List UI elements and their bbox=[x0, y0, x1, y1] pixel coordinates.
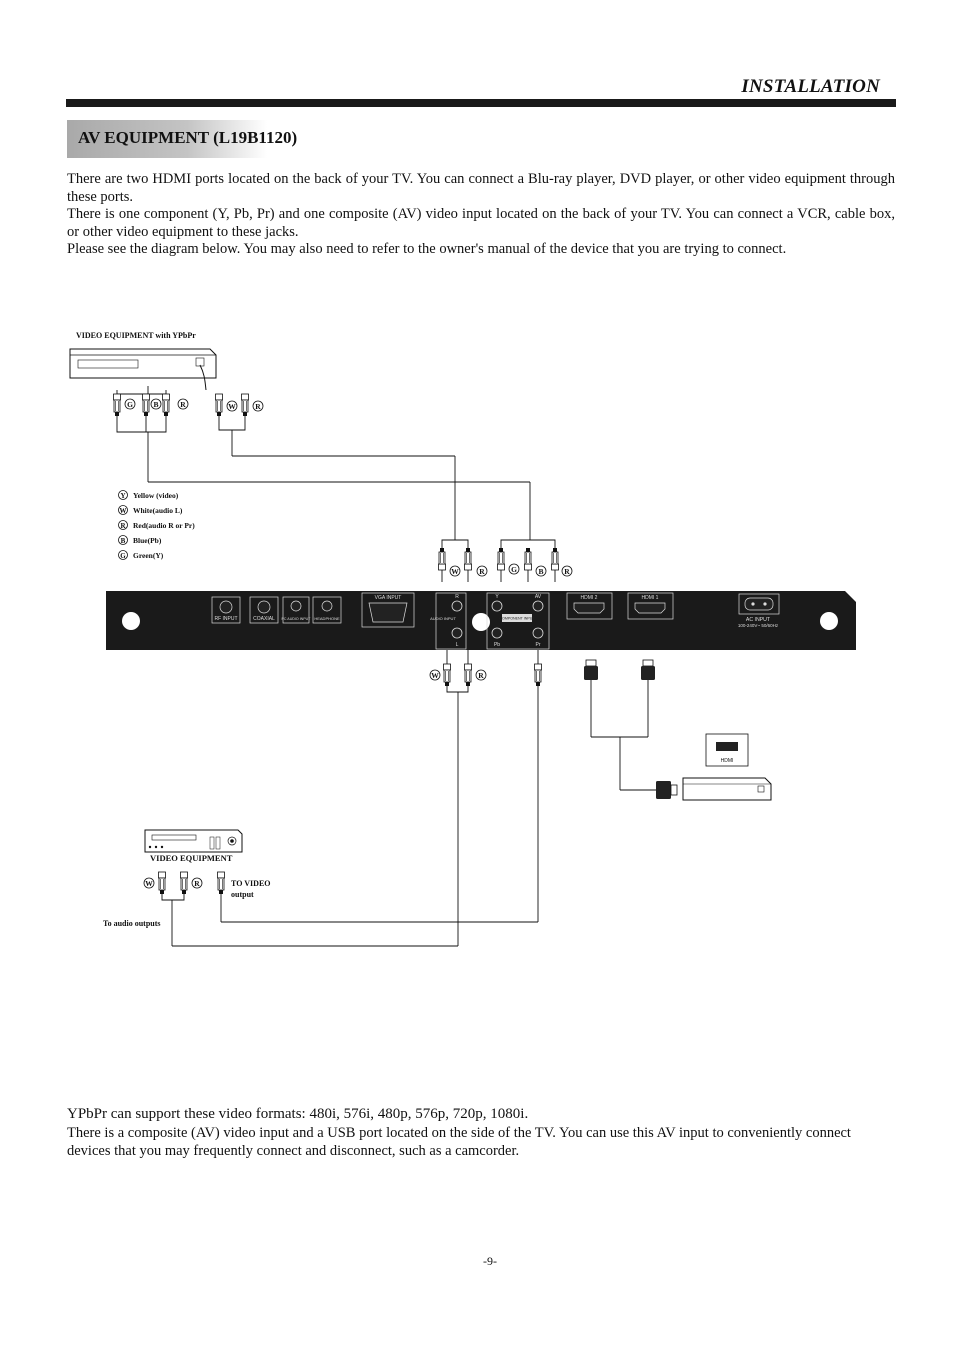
plug-letter-g-top: G bbox=[511, 565, 517, 574]
svg-text:Y: Y bbox=[495, 594, 499, 600]
svg-text:100-240V~ 50/60Hz: 100-240V~ 50/60Hz bbox=[738, 623, 779, 628]
plug-letter-w: W bbox=[228, 402, 236, 411]
svg-text:Pb: Pb bbox=[494, 642, 500, 648]
svg-text:PC AUDIO INPUT: PC AUDIO INPUT bbox=[282, 617, 312, 621]
plug-letter-g: G bbox=[127, 400, 133, 409]
svg-text:Pr: Pr bbox=[536, 642, 541, 648]
to-video-output-label: TO VIDEO bbox=[231, 879, 271, 888]
plug-letter-w-top: W bbox=[451, 567, 459, 576]
source-component-plugs: G B R bbox=[113, 386, 531, 540]
ypbpr-device: VIDEO EQUIPMENT with YPbPr bbox=[69, 331, 217, 391]
tv-audio-in-plugs: W R bbox=[438, 539, 488, 582]
svg-text:HDMI 2: HDMI 2 bbox=[581, 595, 598, 601]
intro-paragraph-hdmi: There are two HDMI ports located on the … bbox=[67, 171, 895, 205]
rf-input-port: RF INPUT bbox=[211, 596, 241, 624]
hdmi-device: HDMI bbox=[682, 733, 772, 801]
bottom-paragraph-formats: YPbPr can support these video formats: 4… bbox=[67, 1106, 529, 1122]
plug-letter-w-dvd: W bbox=[145, 879, 153, 888]
bottom-paragraph-side-input: There is a composite (AV) video input an… bbox=[67, 1125, 851, 1159]
coaxial-port: COAXIAL bbox=[249, 596, 279, 624]
section-heading-box bbox=[67, 120, 267, 158]
plug-letter-w-bottom: W bbox=[431, 671, 439, 680]
hdmi2-port: HDMI 2 bbox=[566, 592, 613, 620]
hdmi1-port: HDMI 1 bbox=[627, 592, 674, 620]
to-video-output-label-2: output bbox=[231, 890, 254, 899]
header-rule bbox=[66, 99, 896, 107]
plug-letter-r-top-2: R bbox=[564, 567, 570, 576]
plug-letter-b-top: B bbox=[538, 567, 543, 576]
page-number: -9- bbox=[483, 1254, 497, 1268]
video-equipment-label: VIDEO EQUIPMENT bbox=[150, 853, 233, 863]
tv-av-out-plugs: W R bbox=[172, 650, 542, 947]
svg-text:COMPONENT INPUT: COMPONENT INPUT bbox=[499, 617, 535, 621]
hdmi-device-label: HDMI bbox=[721, 758, 734, 764]
pc-audio-port: PC AUDIO INPUT bbox=[282, 596, 312, 624]
ac-input-port: AC INPUT 100-240V~ 50/60Hz bbox=[738, 593, 780, 628]
header-title: INSTALLATION bbox=[741, 76, 880, 97]
legend-letter-r: R bbox=[120, 522, 126, 530]
svg-text:COAXIAL: COAXIAL bbox=[253, 616, 275, 622]
headphone-port: HEADPHONE bbox=[312, 596, 342, 624]
svg-text:HEADPHONE: HEADPHONE bbox=[314, 616, 340, 621]
svg-text:VGA INPUT: VGA INPUT bbox=[375, 595, 402, 601]
svg-text:L: L bbox=[456, 642, 459, 648]
svg-text:AC INPUT: AC INPUT bbox=[746, 617, 771, 623]
svg-text:AUDIO INPUT: AUDIO INPUT bbox=[430, 616, 456, 621]
plug-letter-r-dvd: R bbox=[194, 879, 200, 888]
plug-letter-r-2: R bbox=[255, 402, 261, 411]
hdmi-cable bbox=[583, 659, 678, 799]
color-legend: Y Yellow (video) W White(audio L) R Red(… bbox=[118, 490, 195, 560]
legend-letter-y: Y bbox=[120, 492, 125, 500]
intro-paragraph-component: There is one component (Y, Pb, Pr) and o… bbox=[67, 206, 895, 240]
plug-letter-b: B bbox=[153, 400, 158, 409]
legend-text-g: Green(Y) bbox=[133, 551, 164, 560]
tv-back-panel: RF INPUT COAXIAL PC AUDIO INPUT HEADPHON… bbox=[106, 591, 856, 650]
plug-letter-r-top: R bbox=[479, 567, 485, 576]
legend-text-b: Blue(Pb) bbox=[133, 536, 162, 545]
to-audio-outputs-label: To audio outputs bbox=[103, 919, 161, 928]
legend-letter-g: G bbox=[120, 552, 126, 560]
legend-text-w: White(audio L) bbox=[133, 506, 183, 515]
video-equipment-plugs: W R TO VIDEO output To audio outputs bbox=[103, 871, 271, 946]
svg-text:AV: AV bbox=[535, 594, 542, 600]
component-input-port: Y AV COMPONENT INPUT Pb Pr bbox=[486, 592, 550, 650]
legend-text-y: Yellow (video) bbox=[133, 491, 179, 500]
plug-letter-r-bottom: R bbox=[478, 671, 484, 680]
intro-paragraph-diagram: Please see the diagram below. You may al… bbox=[67, 241, 787, 257]
tv-component-in-plugs: G B R bbox=[497, 539, 573, 582]
ypbpr-device-label: VIDEO EQUIPMENT with YPbPr bbox=[76, 331, 196, 340]
audio-input-port: R AUDIO INPUT L bbox=[430, 592, 467, 650]
vga-input-port: VGA INPUT bbox=[361, 592, 415, 628]
plug-letter-r: R bbox=[180, 400, 186, 409]
svg-text:R: R bbox=[455, 594, 459, 600]
svg-text:HDMI 1: HDMI 1 bbox=[642, 595, 659, 601]
legend-letter-b: B bbox=[121, 537, 126, 545]
svg-text:RF INPUT: RF INPUT bbox=[214, 616, 237, 622]
legend-letter-w: W bbox=[120, 507, 127, 515]
source-audio-plugs: W R bbox=[215, 393, 456, 540]
section-title: AV EQUIPMENT (L19B1120) bbox=[78, 128, 298, 147]
legend-text-r: Red(audio R or Pr) bbox=[133, 521, 195, 530]
video-equipment-device: VIDEO EQUIPMENT bbox=[144, 829, 243, 863]
